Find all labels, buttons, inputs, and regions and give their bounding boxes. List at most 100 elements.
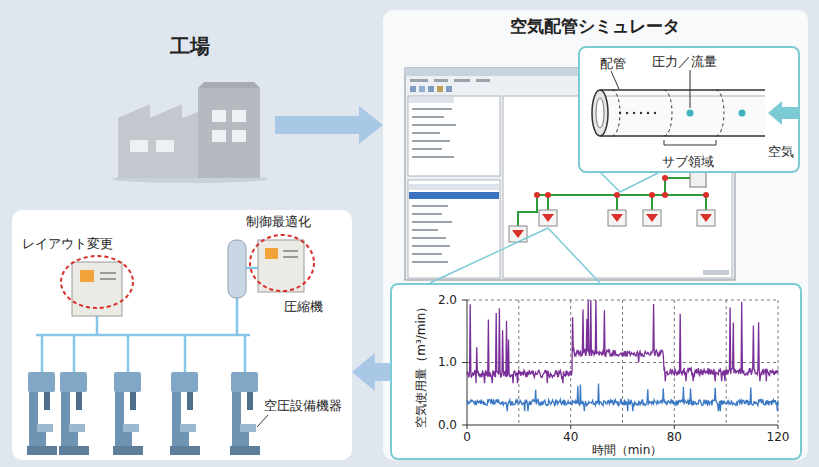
pipe-illustration <box>600 90 765 136</box>
text-label: 圧縮機 <box>284 299 323 315</box>
simulator-screenshot <box>409 192 499 199</box>
simulator-screenshot <box>412 245 450 247</box>
air-tool-icon <box>643 210 661 226</box>
factory-panel: 制御最適化レイアウト変更圧縮機空圧設備機器 <box>12 210 352 460</box>
usage-series <box>467 384 778 412</box>
callout-leader <box>600 172 620 192</box>
text-label: 配管 <box>600 56 626 72</box>
compressor <box>72 240 304 316</box>
pipe-illustration <box>596 98 604 128</box>
usage-chart: 空気使用量（m³/min）時間（min） <box>390 283 802 460</box>
compressor <box>72 262 122 316</box>
text-label: 空圧設備機器 <box>264 398 342 414</box>
pipe-illustration <box>600 90 765 136</box>
simulator-screenshot <box>419 86 425 92</box>
pipe-illustration <box>633 112 635 114</box>
simulator-screenshot <box>428 86 434 92</box>
network-junction <box>534 175 709 198</box>
text-label: 時間（min） <box>592 443 663 457</box>
air-tool-icon <box>697 210 715 226</box>
illustration-layer <box>170 372 200 455</box>
callout-leader <box>620 172 660 192</box>
simulator-screenshot <box>410 86 416 92</box>
axis-tick: 120 <box>767 430 790 444</box>
illustration-layer <box>27 372 57 455</box>
flow-arrow <box>275 106 383 144</box>
pipe-illustration <box>768 101 798 125</box>
pipe-illustration <box>592 70 798 145</box>
pipe-illustration <box>592 90 608 136</box>
axis-tick: 1.0 <box>438 355 457 369</box>
pipe-illustration <box>654 112 656 114</box>
simulator-panel: 空気配管シミュレータ配管圧力／流量空気サブ領域空気使用量（m³/min）時間（m… <box>383 10 808 460</box>
air-tool-icon <box>509 210 715 242</box>
compressor <box>100 278 116 280</box>
pipe-illustration <box>640 112 642 114</box>
pipe-illustration <box>611 70 716 145</box>
air-tool-icon <box>512 230 524 238</box>
compressor <box>80 270 94 282</box>
air-pipe <box>42 335 245 372</box>
network-junction <box>703 192 709 198</box>
pipe-illustration <box>739 110 746 117</box>
air-tool-icon <box>646 214 658 222</box>
axis-tick: 0 <box>463 430 471 444</box>
text-label: サブ領域 <box>662 154 714 170</box>
chart-grid <box>462 300 778 429</box>
callout-leader <box>430 172 660 283</box>
factory-illustration <box>232 110 246 122</box>
simulator-screenshot <box>454 79 470 82</box>
network-junction <box>545 192 551 198</box>
highlight-circle <box>61 256 133 308</box>
illustration-layer <box>113 372 143 455</box>
callout-leader <box>548 228 600 283</box>
simulator-screenshot <box>408 96 500 176</box>
air-pipe <box>36 268 258 372</box>
factory-illustration <box>212 130 226 142</box>
chart-ground <box>390 283 802 460</box>
compressor <box>228 240 246 298</box>
network-junction <box>649 192 655 198</box>
simulator-screenshot <box>412 140 450 142</box>
compressor <box>100 272 116 274</box>
callout-leader <box>430 228 548 283</box>
compressor <box>258 240 304 292</box>
axis-tick: 80 <box>667 430 682 444</box>
simulator-screenshot <box>412 205 448 207</box>
pipe-illustration <box>612 90 724 136</box>
factory-illustration <box>118 104 198 178</box>
pipe-network-tree <box>518 178 706 226</box>
network-junction <box>534 192 540 198</box>
factory-node: 工場 <box>110 28 275 183</box>
text-label: レイアウト変更 <box>22 236 113 252</box>
chart-grid <box>467 300 778 425</box>
factory-illustration <box>212 110 226 122</box>
text-label: 工場 <box>170 34 210 58</box>
network-junction <box>662 192 668 198</box>
simulator-panel <box>383 10 808 460</box>
simulator-screenshot <box>412 108 452 110</box>
simulator-screenshot <box>409 97 454 103</box>
simulator-screenshot <box>412 253 442 255</box>
illustration-layer <box>230 372 260 455</box>
simulator-screenshot <box>476 79 490 82</box>
factory-illustration <box>198 88 260 178</box>
text-label: 制御最適化 <box>246 214 311 230</box>
air-pipe <box>236 298 239 335</box>
text-label: 圧力／流量 <box>652 54 717 70</box>
air-pipe <box>36 334 250 337</box>
compressor <box>265 248 278 259</box>
air-tool-icon <box>539 210 557 226</box>
network-junction <box>662 175 668 181</box>
factory-illustration <box>130 140 148 152</box>
simulator-screenshot <box>409 184 499 190</box>
pipe-illustration <box>604 95 765 97</box>
pipe-callout: 配管圧力／流量空気サブ領域 <box>578 46 800 173</box>
air-pipe <box>96 316 99 335</box>
simulator-screenshot <box>412 132 440 134</box>
simulator-screenshot <box>412 148 442 150</box>
compressor <box>283 256 298 258</box>
